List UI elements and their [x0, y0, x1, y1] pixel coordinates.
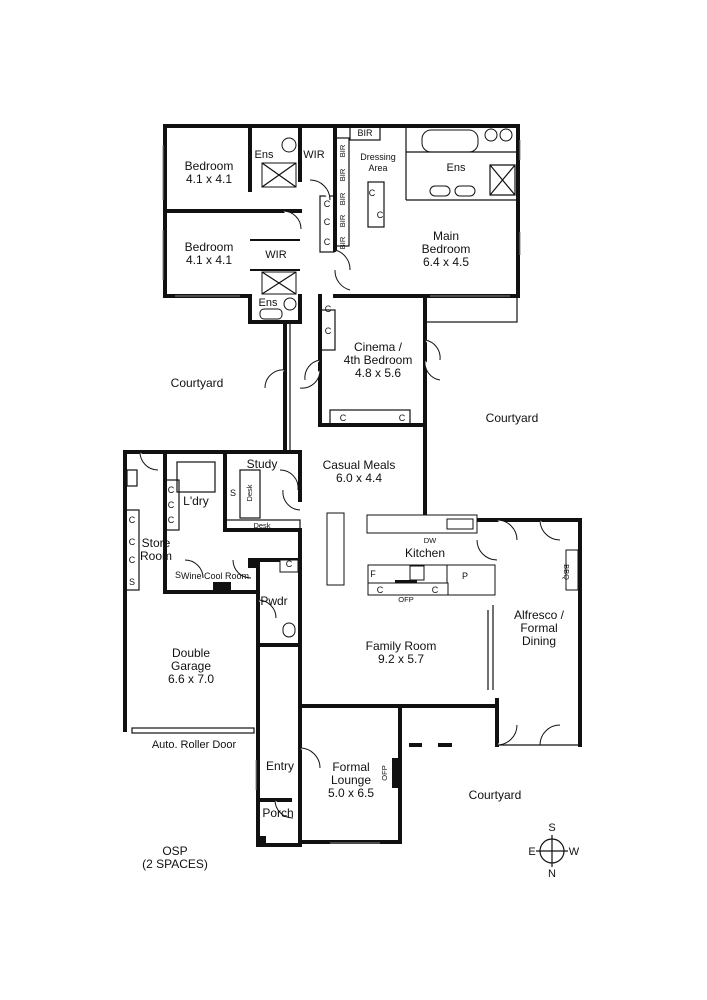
kitchen-label: Kitchen [405, 546, 445, 560]
laundry-cupboard-3: C [168, 515, 175, 525]
study-label: Study [247, 457, 278, 471]
bir-label-1: BIR [338, 144, 347, 157]
study-desk-2-label: Desk [245, 484, 254, 501]
cinema-size: 4.8 x 5.6 [355, 366, 401, 380]
bedroom-1-size: 4.1 x 4.1 [186, 172, 232, 186]
alfresco-line-2: Formal [520, 621, 557, 635]
lounge-ofp-label: OFP [380, 765, 389, 780]
pantry-label: P [462, 571, 468, 581]
bir-top-label: BIR [357, 128, 373, 138]
kitchen-cupboard-2: C [432, 585, 439, 595]
garage-name-1: Double [172, 646, 210, 660]
roller-door-label: Auto. Roller Door [152, 739, 237, 751]
kitchen-cupboard-1: C [377, 585, 384, 595]
ensuite-2-label: Ens [259, 297, 278, 309]
bir-label-3: BIR [338, 192, 347, 205]
dressing-cupboard-2: C [377, 210, 384, 220]
cinema-name-1: Cinema / [354, 340, 403, 354]
alfresco-line-1: Alfresco / [514, 608, 565, 622]
courtyard-west-label: Courtyard [171, 376, 224, 390]
compass: S N E W [528, 822, 579, 880]
service-block [123, 450, 302, 847]
family-room-size: 9.2 x 5.7 [378, 652, 424, 666]
cinema-name-2: 4th Bedroom [344, 353, 413, 367]
laundry-cupboard-1: C [168, 485, 175, 495]
cinema-block [304, 294, 441, 427]
dressing-area-line-2: Area [368, 163, 387, 173]
dressing-cupboard-1: C [369, 188, 376, 198]
corridor-cupboard-3: C [324, 237, 331, 247]
formal-lounge-name-2: Lounge [331, 773, 371, 787]
store-room-line-2: Room [140, 549, 172, 563]
store-cupboard-1: C [129, 515, 136, 525]
main-ensuite-label: Ens [447, 162, 466, 174]
cinema-cupboard-4: C [399, 413, 406, 423]
formal-lounge-size: 5.0 x 6.5 [328, 786, 374, 800]
main-bedroom-size: 6.4 x 4.5 [423, 255, 469, 269]
courtyard-east-label: Courtyard [486, 411, 539, 425]
store-room-line-1: Store [142, 536, 171, 550]
cinema-cupboard-3: C [340, 413, 347, 423]
dressing-area-line-1: Dressing [360, 152, 396, 162]
casual-meals-size: 6.0 x 4.4 [336, 471, 382, 485]
kitchen-ofp-label: OFP [398, 595, 413, 604]
laundry-cupboard-2: C [168, 500, 175, 510]
cinema-cupboard-2: C [325, 326, 332, 336]
garage-size: 6.6 x 7.0 [168, 672, 214, 686]
main-bedroom-name-2: Bedroom [422, 242, 471, 256]
corridor-cupboard-1: C [324, 199, 331, 209]
bir-label-4: BIR [338, 214, 347, 227]
corridor-cupboard-2: C [324, 217, 331, 227]
compass-south: S [548, 822, 555, 834]
living-block [298, 423, 582, 844]
study-desk-label: Desk [253, 521, 270, 530]
main-bedroom-name-1: Main [433, 229, 459, 243]
bedroom-wing [162, 124, 521, 324]
family-room-name: Family Room [366, 639, 437, 653]
bbq-label: BBQ [562, 564, 571, 580]
study-shelf-label: S [230, 488, 236, 498]
courtyard-south-label: Courtyard [469, 788, 522, 802]
powder-label: Pwdr [260, 594, 287, 608]
powder-cupboard-label: C [286, 559, 293, 569]
bir-label-2: BIR [338, 168, 347, 181]
porch-label: Porch [262, 806, 293, 820]
osp-line-2: (2 SPACES) [142, 857, 208, 871]
compass-west: W [569, 846, 580, 858]
dishwasher-label: DW [424, 536, 437, 545]
link-corridor [264, 320, 321, 454]
store-cupboard-2: C [129, 537, 136, 547]
bedroom-2-size: 4.1 x 4.1 [186, 253, 232, 267]
wir-2-label: WIR [265, 249, 286, 261]
wine-shelf-label: S [175, 570, 181, 580]
store-shelf-label: S [129, 577, 135, 587]
cinema-cupboard-1: C [325, 304, 332, 314]
garage-name-2: Garage [171, 659, 211, 673]
ensuite-1-label: Ens [255, 149, 274, 161]
bedroom-1-name: Bedroom [185, 159, 234, 173]
store-cupboard-3: C [129, 555, 136, 565]
bedroom-2-name: Bedroom [185, 240, 234, 254]
osp-line-1: OSP [162, 844, 187, 858]
formal-lounge-name-1: Formal [332, 760, 369, 774]
alfresco-line-3: Dining [522, 634, 556, 648]
laundry-label: L'dry [183, 494, 209, 508]
wir-1-label: WIR [303, 149, 324, 161]
casual-meals-name: Casual Meals [323, 458, 396, 472]
compass-north: N [548, 868, 556, 880]
entry-label: Entry [266, 759, 294, 773]
wine-cool-room-label: Wine Cool Room [181, 571, 249, 581]
bir-label-5: BIR [338, 236, 347, 249]
room-labels: Bedroom 4.1 x 4.1 Bedroom 4.1 x 4.1 Ens … [129, 128, 571, 871]
compass-east: E [528, 846, 535, 858]
closet-labels: BIR BIR BIR BIR BIR C C C C C C C C C [324, 144, 406, 423]
fridge-label: F [370, 569, 376, 579]
